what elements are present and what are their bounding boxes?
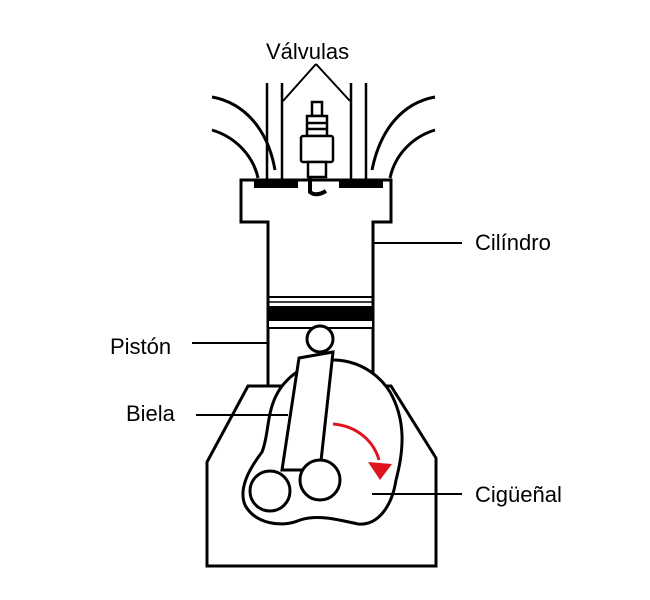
intake-valve-head	[254, 179, 298, 188]
piston	[267, 296, 374, 329]
rotation-arrow-icon	[332, 422, 392, 480]
label-piston: Pistón	[110, 334, 172, 359]
valves-leader-lines	[282, 63, 351, 102]
crank-pin	[248, 469, 292, 513]
exhaust-valve-head	[339, 179, 383, 188]
exhaust-valve	[349, 83, 368, 180]
crankshaft-journal	[298, 458, 342, 502]
exhaust-port	[370, 95, 436, 179]
intake-port	[211, 95, 277, 179]
label-cylinder: Cilíndro	[475, 230, 551, 255]
crankcase	[205, 384, 438, 568]
piston-pin	[305, 324, 335, 354]
spark-plug	[299, 100, 335, 197]
label-crankshaft: Cigüeñal	[475, 482, 562, 507]
intake-valve	[265, 83, 284, 180]
label-valves: Válvulas	[266, 39, 350, 64]
label-connecting-rod: Biela	[126, 401, 175, 426]
